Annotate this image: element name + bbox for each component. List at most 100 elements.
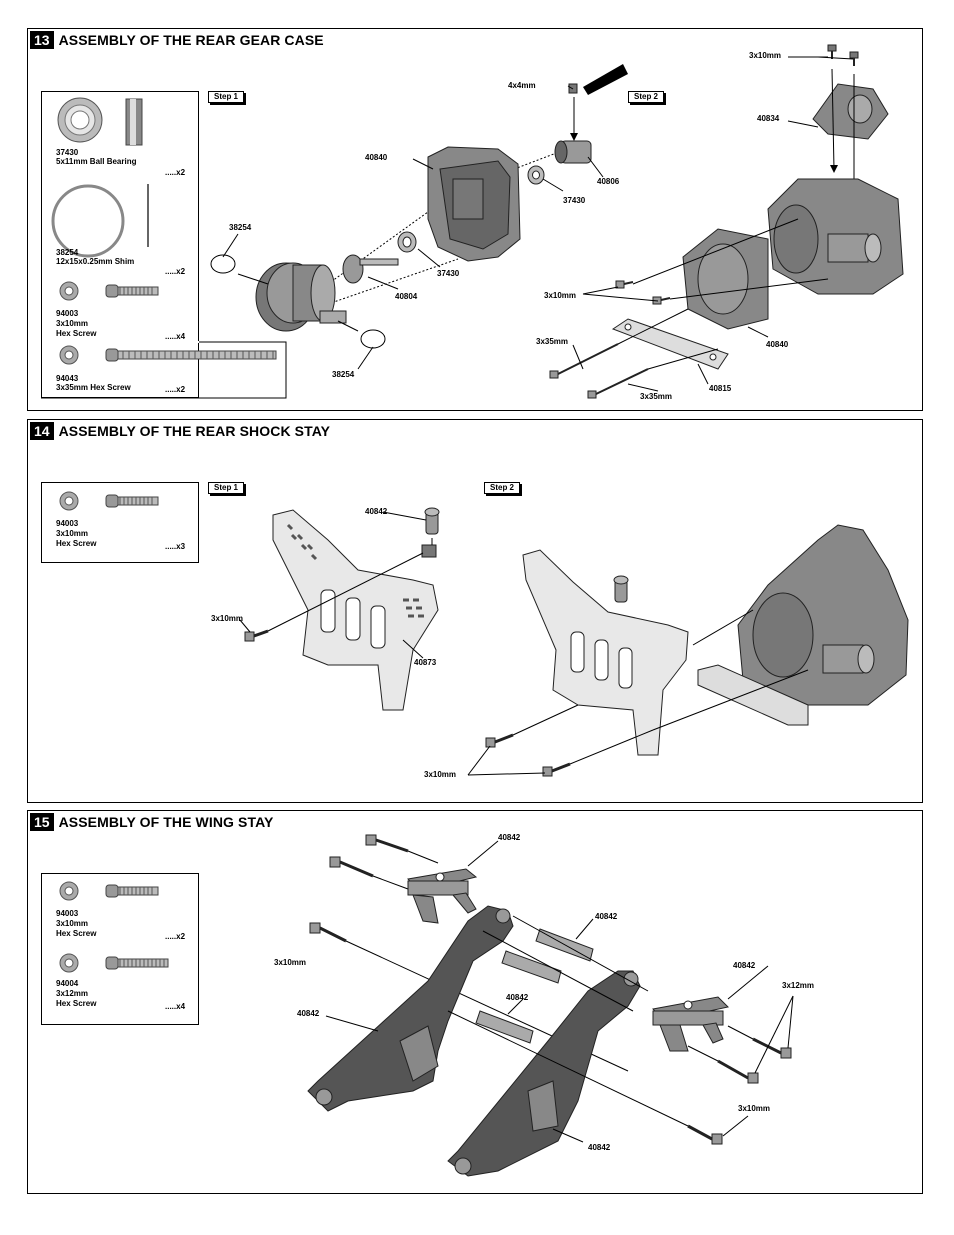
rear-gear-case-icon	[697, 524, 909, 726]
part-desc: 5x11mm Ball Bearing	[56, 157, 137, 166]
callout-label: 3x35mm	[640, 392, 673, 401]
callout-label: 3x35mm	[536, 337, 569, 346]
mount-plate-icon	[611, 318, 729, 370]
section-number: 14	[30, 422, 54, 440]
step1-gearcase-drawing	[210, 64, 628, 370]
hex-screw-3x10-icon	[59, 281, 159, 301]
drive-cup-icon	[554, 140, 592, 164]
part-code: 94043	[56, 374, 79, 383]
step-1-tag: Step 1	[208, 91, 245, 103]
rear-gear-case-icon	[767, 178, 904, 295]
part-qty: .....x4	[165, 1002, 186, 1011]
ball-bearing-icon	[397, 165, 545, 253]
callout-label: 3x10mm	[544, 291, 577, 300]
part-qty: .....x2	[165, 385, 186, 394]
part-code: 94003	[56, 309, 79, 318]
screw-icon	[485, 733, 571, 777]
shock-stay-plate-icon	[522, 549, 689, 756]
part-desc: 3x10mm Hex Screw	[56, 919, 97, 938]
callout-label: 38254	[229, 223, 252, 232]
upper-mount-icon	[812, 83, 889, 140]
part-desc: 3x10mm Hex Screw	[56, 529, 97, 548]
part-qty: .....x3	[165, 542, 186, 551]
callout-label: 40842	[506, 993, 529, 1002]
shim-icon	[51, 184, 149, 258]
section-rear-gear-case: 13 ASSEMBLY OF THE REAR GEAR CASE	[27, 28, 923, 411]
section-header: 14 ASSEMBLY OF THE REAR SHOCK STAY	[30, 422, 330, 440]
ball-stud-icon	[421, 507, 440, 558]
pinion-gear-icon	[342, 254, 399, 284]
section-number: 15	[30, 813, 54, 831]
parts-icons	[59, 491, 159, 511]
wing-mount-bracket-icon	[652, 996, 730, 1052]
callout-label: 37430	[437, 269, 460, 278]
part-desc: 3x35mm Hex Screw	[56, 383, 131, 392]
section-number: 13	[30, 31, 54, 49]
callout-label: 38254	[332, 370, 355, 379]
part-desc: 3x10mm Hex Screw	[56, 319, 97, 338]
callout-label: 40806	[597, 177, 620, 186]
part-desc: 3x12mm Hex Screw	[56, 989, 97, 1008]
gear-cover-icon	[682, 228, 769, 330]
gear-case-icon	[427, 146, 521, 262]
screw-icon	[687, 1037, 792, 1145]
wing-stay-drawing	[307, 834, 794, 1177]
parts-box-extension	[41, 341, 287, 399]
ball-bearing-icon	[57, 97, 143, 146]
part-qty: .....x4	[165, 332, 186, 341]
section-header: 15 ASSEMBLY OF THE WING STAY	[30, 813, 273, 831]
parts-icons	[51, 97, 277, 365]
callout-label: 40842	[365, 507, 388, 516]
callout-label: 4x4mm	[508, 81, 536, 90]
step2-gearcase-drawing	[549, 44, 904, 399]
callout-label: 3x10mm	[211, 614, 244, 623]
step-1-tag: Step 1	[208, 482, 245, 494]
callout-label: 40840	[766, 340, 789, 349]
callout-label: 3x12mm	[782, 981, 815, 990]
shock-stay-plate-icon	[272, 509, 439, 711]
callout-label: 40842	[733, 961, 756, 970]
callout-label: 40815	[709, 384, 732, 393]
section-title: ASSEMBLY OF THE REAR SHOCK STAY	[58, 423, 331, 439]
wing-stay-arm-icon	[307, 905, 514, 1112]
callout-label: 40842	[498, 833, 521, 842]
part-code: 94003	[56, 519, 79, 528]
ball-stud-icon	[613, 575, 629, 603]
section-rear-shock-stay: 14 ASSEMBLY OF THE REAR SHOCK STAY 94003…	[27, 419, 923, 803]
section-title: ASSEMBLY OF THE REAR GEAR CASE	[58, 32, 324, 48]
part-qty: .....x2	[165, 932, 186, 941]
screw-icon	[827, 44, 859, 66]
hex-screw-3x12-icon	[59, 953, 169, 973]
part-code: 94003	[56, 909, 79, 918]
callout-label: 40804	[395, 292, 418, 301]
screw-cement-tube-icon	[583, 64, 628, 95]
section-header: 13 ASSEMBLY OF THE REAR GEAR CASE	[30, 31, 324, 49]
screw-icon	[244, 629, 269, 642]
differential-icon	[255, 262, 347, 332]
shock-stay-drawing	[239, 507, 909, 777]
part-code: 37430	[56, 148, 79, 157]
callout-label: 40840	[365, 153, 388, 162]
hex-screw-3x10-icon	[59, 881, 159, 901]
wing-stay-arm-icon	[447, 970, 641, 1177]
part-code: 94004	[56, 979, 79, 988]
callout-label: 40842	[595, 912, 618, 921]
wing-mount-bracket-icon	[407, 868, 478, 924]
callout-label: 3x10mm	[738, 1104, 771, 1113]
step-2-tag: Step 2	[484, 482, 521, 494]
callout-label: 37430	[563, 196, 586, 205]
callout-label: 40842	[588, 1143, 611, 1152]
parts-icons	[59, 881, 169, 973]
screw-icon	[309, 834, 409, 943]
section-title: ASSEMBLY OF THE WING STAY	[58, 814, 274, 830]
callout-label: 40834	[757, 114, 780, 123]
part-qty: .....x2	[165, 267, 186, 276]
shim-icon	[210, 254, 386, 349]
part-desc: 12x15x0.25mm Shim	[56, 257, 135, 266]
hex-screw-3x35-icon	[59, 345, 277, 365]
section-wing-stay: 15 ASSEMBLY OF THE WING STAY 94003 3x10m…	[27, 810, 923, 1194]
hex-screw-3x10-icon	[59, 491, 159, 511]
callout-label: 3x10mm	[424, 770, 457, 779]
callout-label: 40842	[297, 1009, 320, 1018]
part-code: 38254	[56, 248, 79, 257]
